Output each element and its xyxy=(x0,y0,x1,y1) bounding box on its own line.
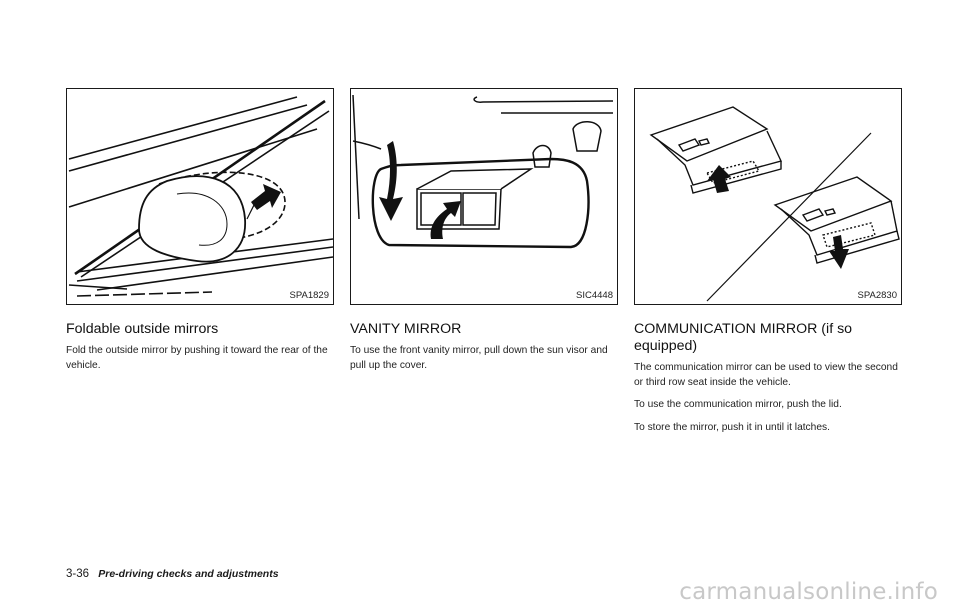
body-paragraph: The communication mirror can be used to … xyxy=(634,362,898,388)
body-paragraph: To use the communication mirror, push th… xyxy=(634,399,842,410)
section-heading: Foldable outside mirrors xyxy=(66,321,219,337)
column-communication-mirror: SPA2830 COMMUNICATION MIRROR (if so equi… xyxy=(634,88,902,443)
overhead-console-illustration xyxy=(649,106,900,302)
body-paragraph: Fold the outside mirror by pushing it to… xyxy=(66,345,328,371)
page-number: 3-36 xyxy=(66,568,90,580)
section-title: Pre-driving checks and adjustments xyxy=(98,568,279,580)
section-heading: COMMUNICATION MIRROR (if so equipped) xyxy=(634,321,853,354)
column-vanity-mirror: SIC4448 VANITY MIRROR To use the front v… xyxy=(350,88,618,381)
section-heading: VANITY MIRROR xyxy=(350,321,462,337)
page-footer: 3-36 Pre-driving checks and adjustments xyxy=(66,568,279,580)
figure-code: SIC4448 xyxy=(574,290,613,301)
body-paragraph: To store the mirror, push it in until it… xyxy=(634,421,830,433)
sun-visor-illustration xyxy=(352,94,614,249)
column-foldable-mirrors: SPA1829 Foldable outside mirrors Fold th… xyxy=(66,88,334,381)
figure-code: SPA1829 xyxy=(287,290,329,301)
figure-code: SPA2830 xyxy=(855,290,897,301)
watermark: carmanualsonline.info xyxy=(679,579,938,605)
mirror-illustration xyxy=(68,96,333,297)
figure-foldable-mirror: SPA1829 xyxy=(66,88,334,305)
figure-communication-mirror: SPA2830 xyxy=(634,88,902,305)
body-paragraph: To use the front vanity mirror, pull dow… xyxy=(350,345,608,371)
figure-vanity-mirror: SIC4448 xyxy=(350,88,618,305)
